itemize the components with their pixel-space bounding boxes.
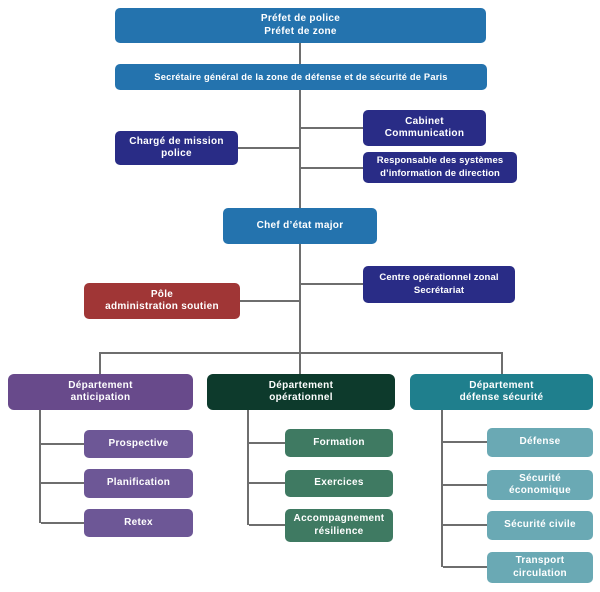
node-departement-operationnel: Département opérationnel (207, 374, 395, 410)
connector-drop-left (99, 352, 101, 374)
connector-transport (443, 566, 487, 568)
connector-drop-right (501, 352, 503, 374)
node-securite-civile: Sécurité civile (487, 511, 593, 540)
node-formation: Formation (285, 429, 393, 457)
connector-defense (443, 441, 487, 443)
node-departement-defense-securite: Département défense sécurité (410, 374, 593, 410)
connector-pole-admin (240, 300, 300, 302)
node-exercices: Exercices (285, 470, 393, 497)
connector-responsable (300, 167, 363, 169)
connector-prospective (41, 443, 84, 445)
node-cabinet-communication: Cabinet Communication (363, 110, 486, 146)
node-prospective: Prospective (84, 430, 193, 458)
node-chef-etat-major: Chef d’état major (223, 208, 377, 244)
connector-retex (41, 522, 84, 524)
connector-securite-economique (443, 484, 487, 486)
connector-spine-anticipation (39, 410, 41, 523)
node-retex: Retex (84, 509, 193, 537)
node-pole-administration-soutien: Pôle administration soutien (84, 283, 240, 319)
node-centre-operationnel-zonal: Centre opérationnel zonal Secrétariat (363, 266, 515, 303)
node-transport-circulation: Transport circulation (487, 552, 593, 583)
connector-spine-operationnel (247, 410, 249, 525)
connector-formation (249, 442, 285, 444)
connector-branch (99, 352, 503, 354)
node-responsable-systemes-information: Responsable des systèmes d’information d… (363, 152, 517, 183)
node-accompagnement-resilience: Accompagnement résilience (285, 509, 393, 542)
connector-exercices (249, 482, 285, 484)
node-charge-de-mission-police: Chargé de mission police (115, 131, 238, 165)
node-secretaire-general: Secrétaire général de la zone de défense… (115, 64, 487, 90)
node-defense: Défense (487, 428, 593, 457)
connector-accompagnement (249, 524, 285, 526)
node-departement-anticipation: Département anticipation (8, 374, 193, 410)
connector-charge-mission (238, 147, 300, 149)
node-planification: Planification (84, 469, 193, 498)
node-prefet-de-police: Préfet de police Préfet de zone (115, 8, 486, 43)
connector-spine-defense (441, 410, 443, 567)
node-securite-economique: Sécurité économique (487, 470, 593, 500)
connector-planification (41, 482, 84, 484)
connector-securite-civile (443, 524, 487, 526)
connector-centre-operationnel (300, 283, 363, 285)
connector-cabinet (300, 127, 363, 129)
